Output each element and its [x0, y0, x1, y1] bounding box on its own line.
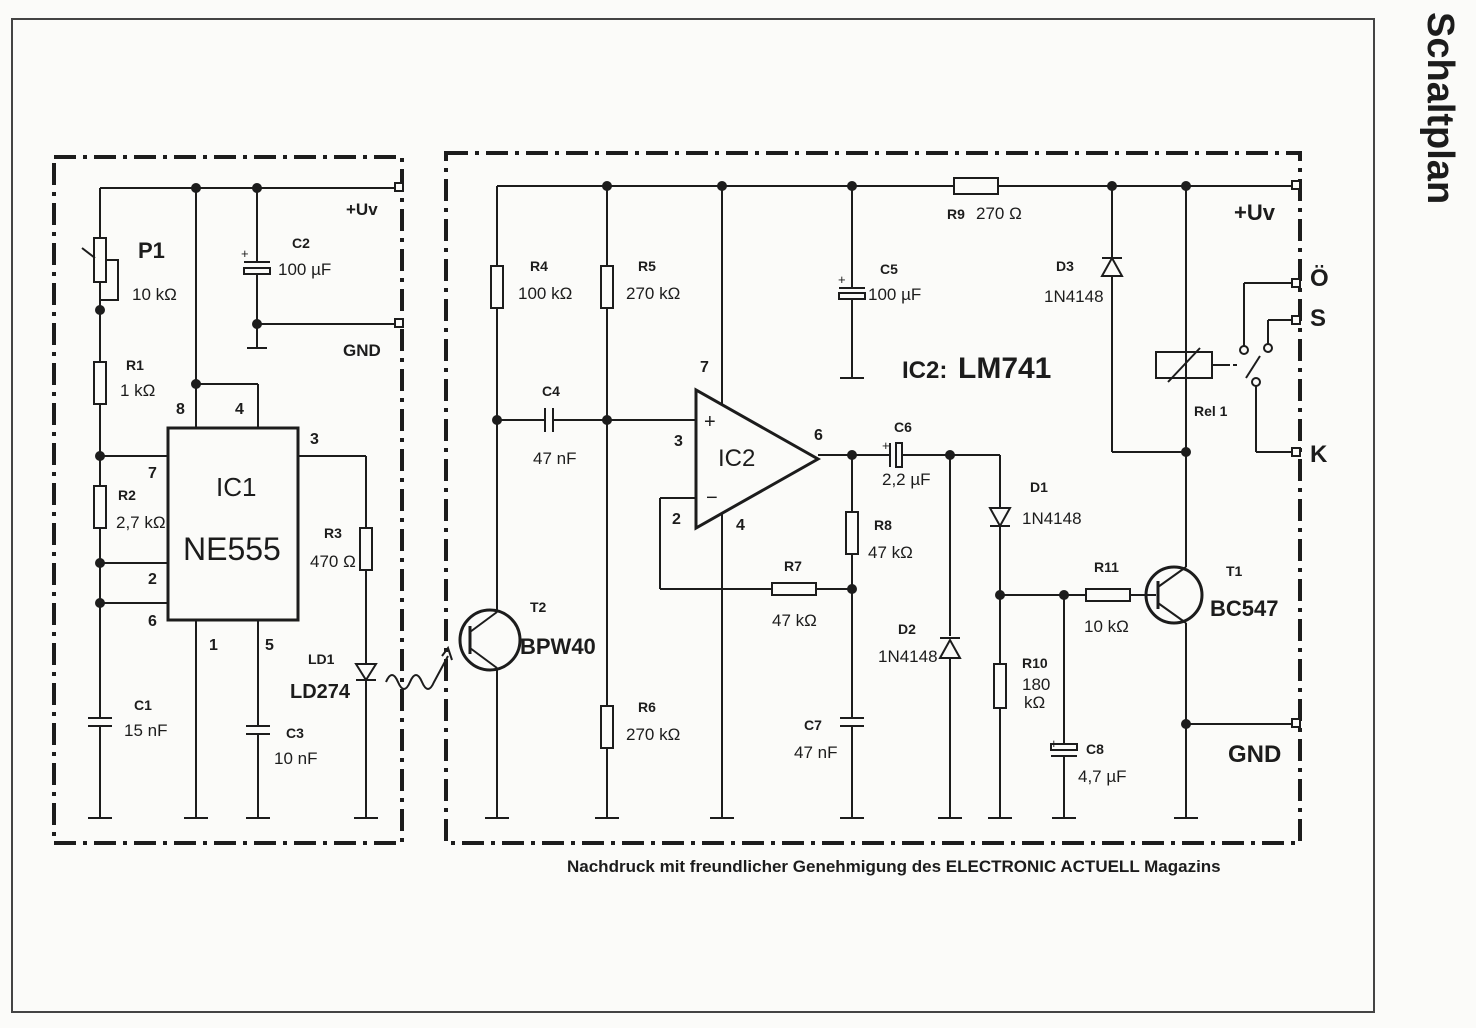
- c2-plus: +: [241, 246, 249, 261]
- ld1-ref: LD1: [308, 651, 335, 667]
- c7-ref: C7: [804, 717, 822, 733]
- d3-type: 1N4148: [1044, 287, 1104, 306]
- ic2-pin6: 6: [814, 427, 823, 444]
- t1-type: BC547: [1210, 596, 1278, 621]
- t1-ref: T1: [1226, 563, 1243, 579]
- terminal-o: Ö: [1310, 265, 1329, 292]
- ic1-ref: IC1: [216, 472, 256, 502]
- ic2-plus: +: [704, 411, 716, 433]
- ic2-ref: IC2: [718, 445, 755, 472]
- rel1-ref: Rel 1: [1194, 403, 1228, 419]
- transmitter-labels: +Uv GND P1 10 kΩ C2 100 µF + R1 1 kΩ R2 …: [116, 200, 381, 768]
- caption: Nachdruck mit freundlicher Genehmigung d…: [567, 857, 1221, 876]
- receiver-boundary: [444, 151, 1302, 845]
- c2-ref: C2: [292, 235, 310, 251]
- c7-value: 47 nF: [794, 743, 837, 762]
- r1-value: 1 kΩ: [120, 381, 155, 400]
- r5-ref: R5: [638, 258, 656, 274]
- c8-ref: C8: [1086, 741, 1104, 757]
- ic2-pin4: 4: [736, 517, 745, 534]
- ic1-pin7: 7: [148, 465, 157, 482]
- ic1-pin3: 3: [310, 431, 319, 448]
- c2-value: 100 µF: [278, 260, 331, 279]
- c6-ref: C6: [894, 419, 912, 435]
- p1-ref: P1: [138, 238, 165, 263]
- ic1-pin8: 8: [176, 401, 185, 418]
- t2-ref: T2: [530, 599, 547, 615]
- terminal-s: S: [1310, 305, 1326, 332]
- r8-ref: R8: [874, 517, 892, 533]
- c5-ref: C5: [880, 261, 898, 277]
- tx-supply-label: +Uv: [346, 200, 378, 219]
- r4-ref: R4: [530, 258, 548, 274]
- ic2-pin7: 7: [700, 359, 709, 376]
- t2-type: BPW40: [520, 634, 596, 659]
- tx-gnd-label: GND: [343, 341, 381, 360]
- d3-ref: D3: [1056, 258, 1074, 274]
- r3-ref: R3: [324, 525, 342, 541]
- ic1-pin6: 6: [148, 613, 157, 630]
- c5-plus: +: [838, 272, 846, 287]
- p1-value: 10 kΩ: [132, 285, 177, 304]
- ic1-pin2: 2: [148, 571, 157, 588]
- page-frame: [11, 18, 1375, 1013]
- receiver-labels: +Uv GND Ö S K R9 270 Ω R4 100 kΩ R5 270 …: [518, 200, 1329, 786]
- ic2-pin3: 3: [674, 433, 683, 450]
- c1-value: 15 nF: [124, 721, 167, 740]
- r11-value: 10 kΩ: [1084, 617, 1129, 636]
- r10-value-2: kΩ: [1024, 693, 1045, 712]
- transmitter-boundary: [52, 155, 404, 845]
- rx-gnd-label: GND: [1228, 741, 1281, 768]
- r9-value: 270 Ω: [976, 204, 1022, 223]
- ld1-type: LD274: [290, 681, 351, 703]
- r6-ref: R6: [638, 699, 656, 715]
- ic1-body: [166, 426, 300, 622]
- ic1-pin5: 5: [265, 637, 274, 654]
- ic2-title-prefix: IC2:: [902, 357, 947, 384]
- transmitter-circuit: [52, 155, 453, 845]
- r2-ref: R2: [118, 487, 136, 503]
- ic2-title-type: LM741: [958, 352, 1051, 385]
- c3-value: 10 nF: [274, 749, 317, 768]
- c3-ref: C3: [286, 725, 304, 741]
- c4-value: 47 nF: [533, 449, 576, 468]
- c5-value: 100 µF: [868, 285, 921, 304]
- r9-ref: R9: [947, 206, 965, 222]
- c8-plus: +: [1050, 736, 1058, 751]
- ic1-pin4: 4: [235, 401, 244, 418]
- r8-value: 47 kΩ: [868, 543, 913, 562]
- r5-value: 270 kΩ: [626, 284, 680, 303]
- r3-value: 470 Ω: [310, 552, 356, 571]
- c8-value: 4,7 µF: [1078, 767, 1127, 786]
- ic2-body: [694, 387, 822, 531]
- c6-value: 2,2 µF: [882, 470, 931, 489]
- c4-ref: C4: [542, 383, 560, 399]
- ic2-minus: −: [706, 487, 718, 509]
- ic2-pin2: 2: [672, 511, 681, 528]
- r7-value: 47 kΩ: [772, 611, 817, 630]
- r10-value-1: 180: [1022, 675, 1050, 694]
- terminal-k: K: [1310, 441, 1328, 468]
- d1-type: 1N4148: [1022, 509, 1082, 528]
- rx-supply-label: +Uv: [1234, 200, 1276, 225]
- r6-value: 270 kΩ: [626, 725, 680, 744]
- c1-ref: C1: [134, 697, 152, 713]
- ic1-type: NE555: [183, 531, 281, 567]
- side-title: Schaltplan: [1419, 12, 1461, 204]
- d1-ref: D1: [1030, 479, 1048, 495]
- r10-ref: R10: [1022, 655, 1048, 671]
- ic1-pin1: 1: [209, 637, 218, 654]
- d2-ref: D2: [898, 621, 916, 637]
- receiver-circuit: [444, 151, 1302, 845]
- r11-ref: R11: [1094, 559, 1119, 575]
- d2-type: 1N4148: [878, 647, 938, 666]
- r1-ref: R1: [126, 357, 144, 373]
- r2-value: 2,7 kΩ: [116, 513, 166, 532]
- r7-ref: R7: [784, 558, 802, 574]
- r4-value: 100 kΩ: [518, 284, 572, 303]
- c6-plus: +: [882, 438, 890, 453]
